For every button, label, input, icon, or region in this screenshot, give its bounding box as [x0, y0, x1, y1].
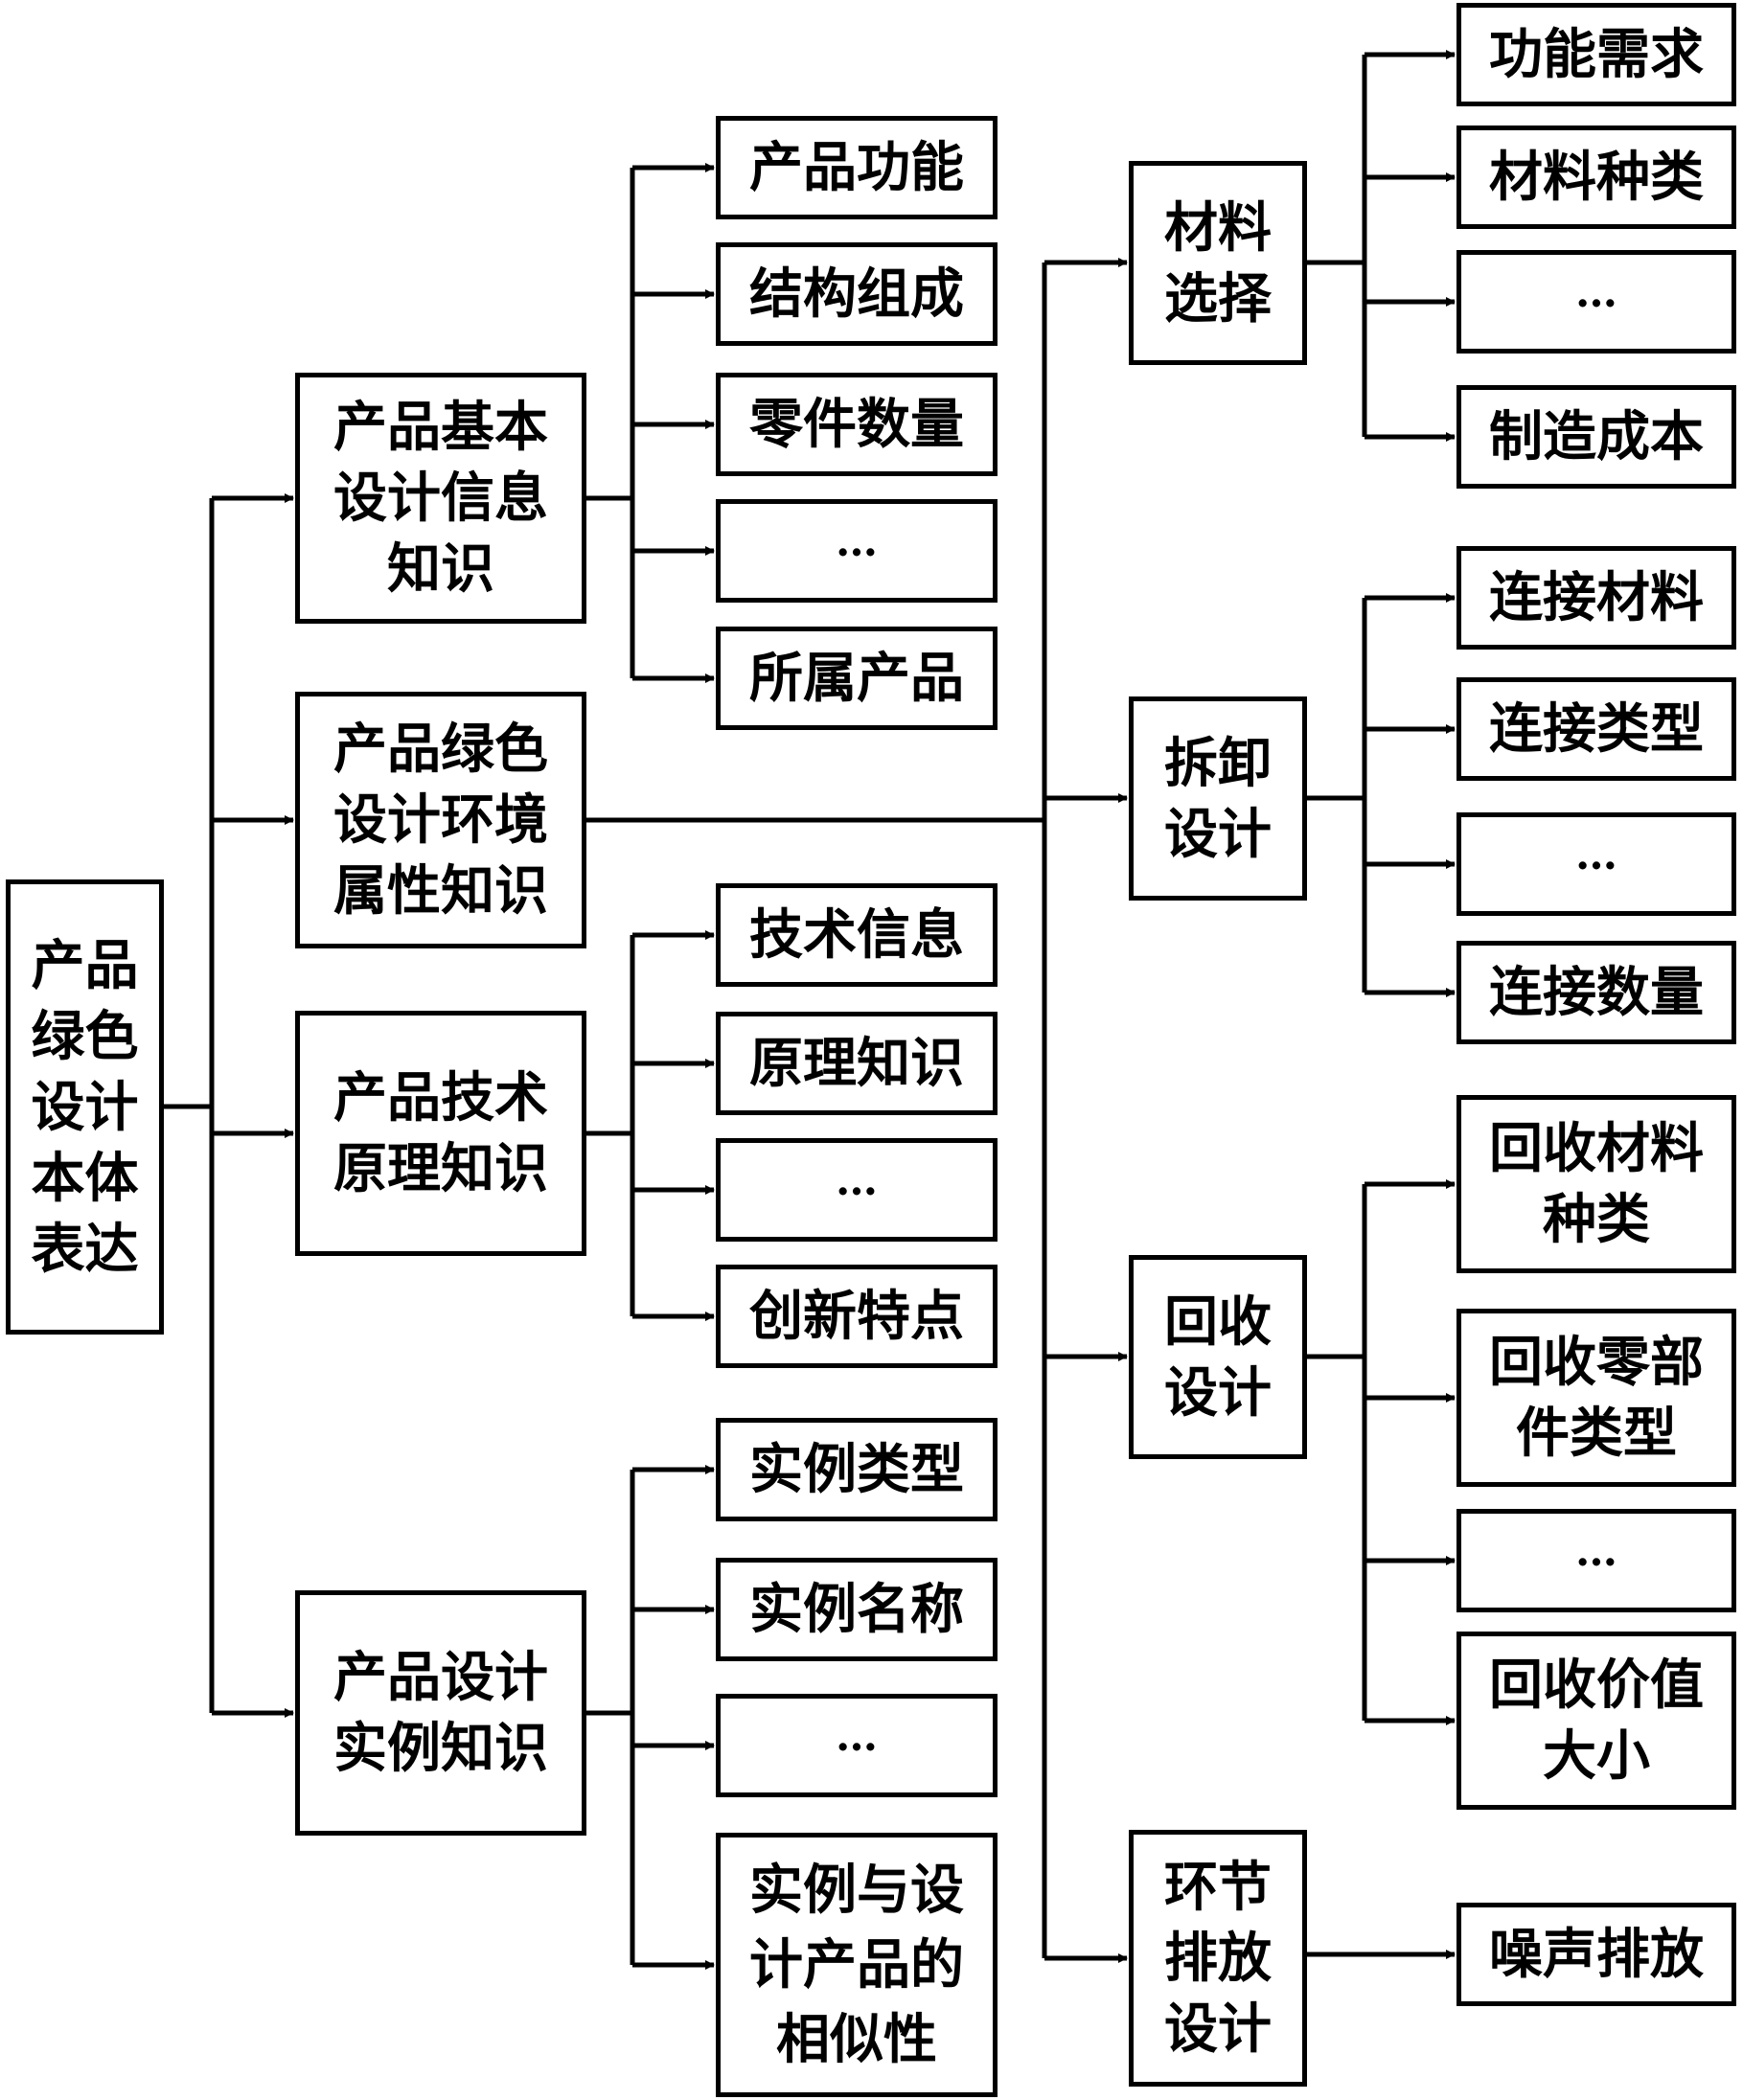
- leaf-structure: 结构组成: [716, 242, 998, 346]
- leaf-manufacturing-cost: 制造成本: [1456, 385, 1736, 489]
- leaf-case-more: …: [716, 1694, 998, 1797]
- node-basic-design-info: 产品基本 设计信息 知识: [295, 373, 586, 624]
- leaf-recycle-part-type: 回收零部 件类型: [1456, 1309, 1736, 1487]
- leaf-connection-count: 连接数量: [1456, 941, 1736, 1044]
- leaf-noise-emission: 噪声排放: [1456, 1903, 1736, 2006]
- leaf-material-type: 材料种类: [1456, 126, 1736, 229]
- leaf-recycle-material-type: 回收材料 种类: [1456, 1095, 1736, 1273]
- leaf-case-similarity: 实例与设 计产品的 相似性: [716, 1833, 998, 2097]
- leaf-recycle-value: 回收价值 大小: [1456, 1632, 1736, 1810]
- node-disassembly-design: 拆卸 设计: [1129, 696, 1307, 901]
- node-emission-design: 环节 排放 设计: [1129, 1830, 1307, 2087]
- node-tech-principle: 产品技术 原理知识: [295, 1011, 586, 1256]
- leaf-part-count: 零件数量: [716, 373, 998, 476]
- leaf-basic-more: …: [716, 499, 998, 603]
- leaf-connection-material: 连接材料: [1456, 546, 1736, 650]
- leaf-owning-product: 所属产品: [716, 627, 998, 730]
- node-recycle-design: 回收 设计: [1129, 1255, 1307, 1459]
- leaf-recycle-more: …: [1456, 1509, 1736, 1612]
- leaf-tech-more: …: [716, 1138, 998, 1242]
- leaf-product-function: 产品功能: [716, 116, 998, 219]
- leaf-function-requirement: 功能需求: [1456, 3, 1736, 106]
- node-design-case: 产品设计 实例知识: [295, 1590, 586, 1836]
- root-node: 产品 绿色 设计 本体 表达: [6, 879, 164, 1335]
- leaf-principle-knowledge: 原理知识: [716, 1012, 998, 1115]
- leaf-tech-info: 技术信息: [716, 883, 998, 987]
- leaf-material-more: …: [1456, 250, 1736, 354]
- leaf-innovation: 创新特点: [716, 1265, 998, 1368]
- leaf-connection-type: 连接类型: [1456, 677, 1736, 781]
- leaf-case-name: 实例名称: [716, 1558, 998, 1661]
- node-green-env-attributes: 产品绿色 设计环境 属性知识: [295, 692, 586, 948]
- node-material-selection: 材料 选择: [1129, 161, 1307, 365]
- leaf-disassembly-more: …: [1456, 812, 1736, 916]
- leaf-case-type: 实例类型: [716, 1418, 998, 1521]
